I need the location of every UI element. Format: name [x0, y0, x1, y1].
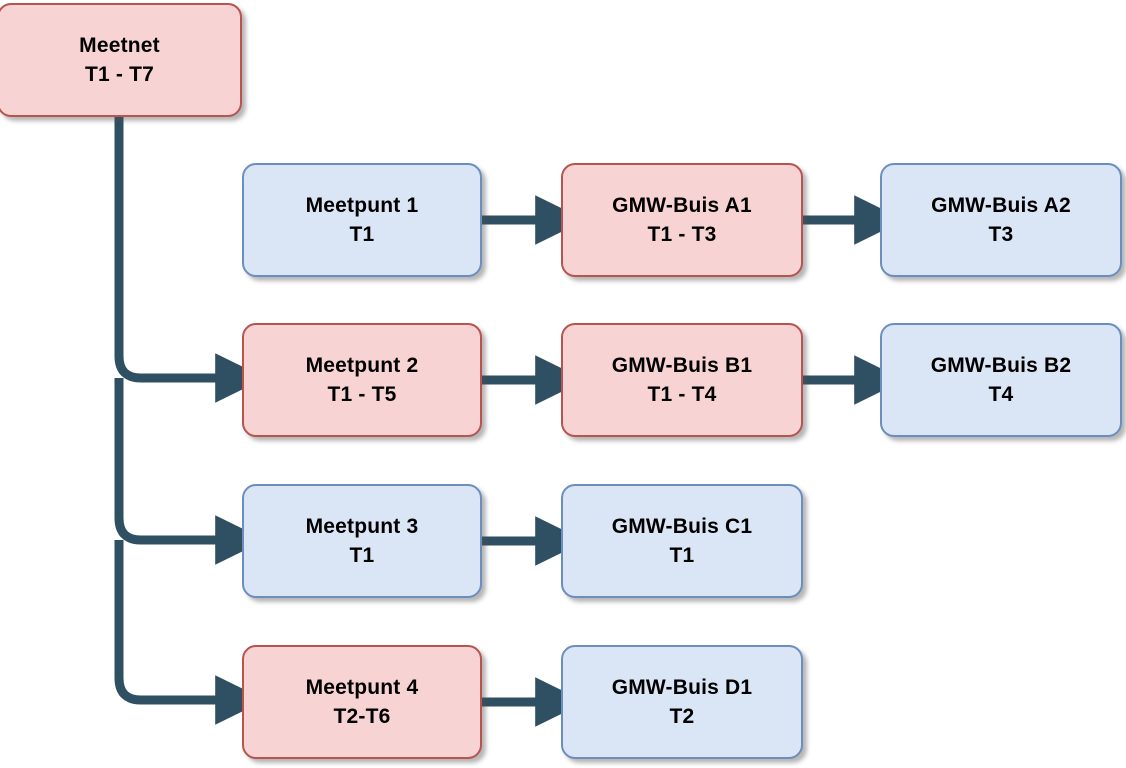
- node-meetpunt-1[interactable]: Meetpunt 1 T1: [242, 163, 482, 277]
- node-meetpunt-4-line1: Meetpunt 4: [305, 676, 419, 699]
- node-gmw-buis-a2-line1: GMW-Buis A2: [931, 194, 1071, 217]
- node-meetpunt-3-line1: Meetpunt 3: [305, 515, 419, 538]
- edge-meetnet-to-meetpunt-1: [114, 117, 266, 403]
- node-meetpunt-4-line2: T2-T6: [333, 705, 391, 728]
- node-meetnet[interactable]: Meetnet T1 - T7: [0, 3, 242, 117]
- node-meetpunt-3[interactable]: Meetpunt 3 T1: [242, 484, 482, 598]
- node-meetnet-line1: Meetnet: [79, 34, 160, 57]
- node-gmw-buis-c1-line1: GMW-Buis C1: [611, 515, 753, 538]
- node-gmw-buis-c1-line2: T1: [669, 544, 695, 567]
- node-gmw-buis-a2-line2: T3: [988, 223, 1014, 246]
- node-meetpunt-1-line2: T1: [349, 223, 375, 246]
- edge-meetnet-to-meetpunt-2: [114, 378, 266, 565]
- node-meetpunt-3-line2: T1: [349, 544, 375, 567]
- node-gmw-buis-b1[interactable]: GMW-Buis B1 T1 - T4: [561, 323, 803, 437]
- edge-meetnet-to-meetpunt-3: [114, 540, 266, 725]
- node-meetpunt-2-line1: Meetpunt 2: [305, 354, 419, 377]
- node-gmw-buis-d1-line2: T2: [669, 705, 695, 728]
- node-gmw-buis-d1-line1: GMW-Buis D1: [611, 676, 753, 699]
- node-meetpunt-4[interactable]: Meetpunt 4 T2-T6: [242, 645, 482, 759]
- node-meetpunt-2-line2: T1 - T5: [327, 383, 397, 406]
- node-gmw-buis-b2-line2: T4: [988, 383, 1014, 406]
- node-meetpunt-2[interactable]: Meetpunt 2 T1 - T5: [242, 323, 482, 437]
- node-gmw-buis-a1-line1: GMW-Buis A1: [612, 194, 752, 217]
- node-gmw-buis-d1[interactable]: GMW-Buis D1 T2: [561, 645, 803, 759]
- node-meetnet-line2: T1 - T7: [84, 63, 155, 86]
- node-meetpunt-1-line1: Meetpunt 1: [305, 194, 419, 217]
- node-gmw-buis-b2-line1: GMW-Buis B2: [930, 354, 1072, 377]
- node-gmw-buis-a1[interactable]: GMW-Buis A1 T1 - T3: [561, 163, 803, 277]
- node-gmw-buis-b2[interactable]: GMW-Buis B2 T4: [880, 323, 1122, 437]
- node-gmw-buis-b1-line1: GMW-Buis B1: [611, 354, 753, 377]
- node-gmw-buis-c1[interactable]: GMW-Buis C1 T1: [561, 484, 803, 598]
- node-gmw-buis-b1-line2: T1 - T4: [647, 383, 717, 406]
- node-gmw-buis-a2[interactable]: GMW-Buis A2 T3: [880, 163, 1122, 277]
- node-gmw-buis-a1-line2: T1 - T3: [647, 223, 717, 246]
